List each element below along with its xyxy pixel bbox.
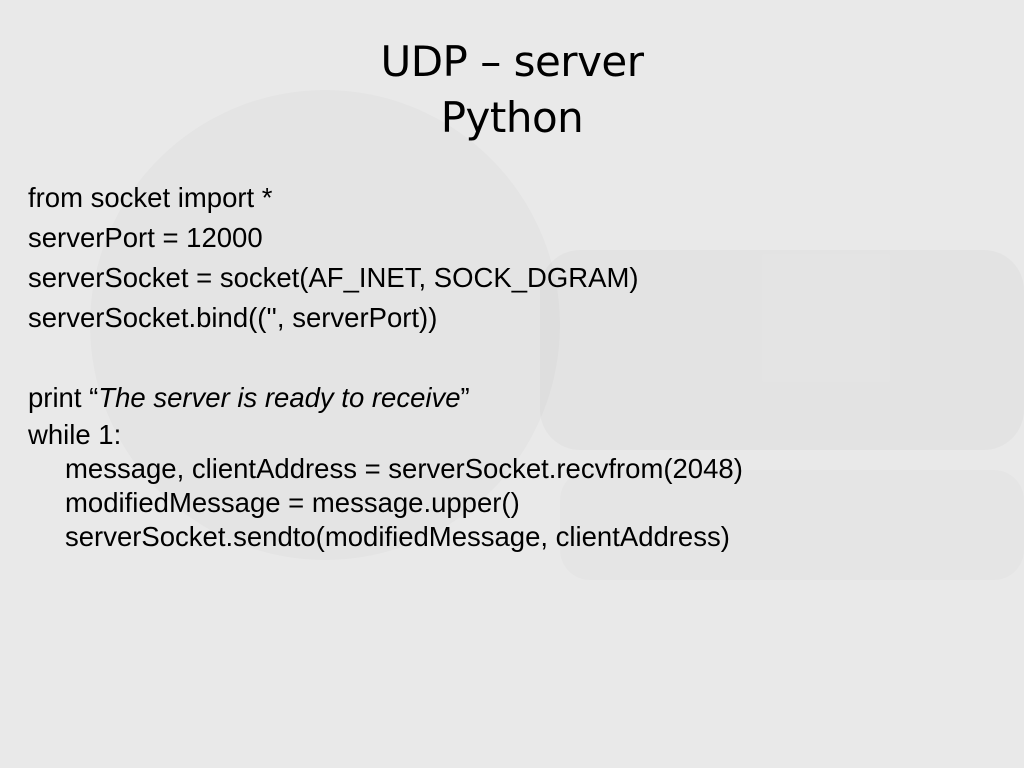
code-line-sendto: serverSocket.sendto(modifiedMessage, cli…: [65, 521, 730, 552]
code-line-bind: serverSocket.bind(('', serverPort)): [28, 302, 438, 333]
slide-title: UDP – server Python: [0, 34, 1024, 146]
print-prefix: print “: [28, 382, 99, 413]
code-line-print: print “The server is ready to receive”: [28, 378, 1008, 418]
print-message: The server is ready to receive: [98, 382, 461, 413]
code-block: from socket import * serverPort = 12000 …: [28, 178, 1008, 554]
code-line-while: while 1:: [28, 419, 122, 450]
code-line-blank: [28, 338, 1008, 378]
title-line-2: Python: [440, 93, 584, 142]
title-line-1: UDP – server: [380, 37, 644, 86]
print-suffix: ”: [460, 382, 470, 413]
code-line-server-port: serverPort = 12000: [28, 222, 263, 253]
code-line-recvfrom: message, clientAddress = serverSocket.re…: [65, 453, 743, 484]
code-line-upper: modifiedMessage = message.upper(): [65, 487, 520, 518]
code-line-server-socket: serverSocket = socket(AF_INET, SOCK_DGRA…: [28, 262, 639, 293]
code-line-import: from socket import *: [28, 182, 273, 213]
